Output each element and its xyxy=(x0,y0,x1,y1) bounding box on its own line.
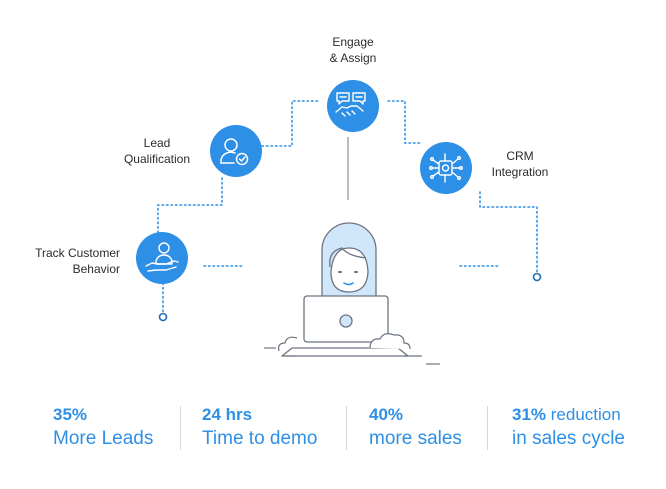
engage-assign-line1: Engage xyxy=(332,35,374,49)
track-behavior-line2: Behavior xyxy=(72,262,120,276)
crm-integration-line2: Integration xyxy=(491,165,549,179)
stat-time-to-demo: 24 hrs Time to demo xyxy=(202,404,317,452)
stat-suffix: reduction xyxy=(546,405,621,424)
connector-lead-engage xyxy=(261,100,319,147)
lead-qualification-label: Lead Qualification xyxy=(118,135,196,167)
connector-engage-crm xyxy=(387,100,421,144)
engage-assign-label: Engage & Assign xyxy=(320,34,386,66)
stat-label: Time to demo xyxy=(202,428,318,449)
handshake-chat-icon xyxy=(335,92,366,117)
end-node-left xyxy=(158,312,168,322)
crm-integration-label: CRM Integration xyxy=(484,148,556,180)
stat-label: More Leads xyxy=(53,428,154,449)
user-check-icon xyxy=(220,138,249,166)
stat-sales-cycle: 31% reduction in sales cycle xyxy=(512,404,625,452)
crm-integration-node xyxy=(420,142,472,194)
stat-value: 35% xyxy=(53,405,88,424)
engage-assign-node xyxy=(327,80,379,132)
stat-value: 31% xyxy=(512,405,547,424)
stat-divider xyxy=(487,406,488,450)
circuit-brain-icon xyxy=(429,153,464,183)
stat-divider xyxy=(180,406,181,450)
person-laptop-illustration xyxy=(264,222,440,365)
lead-qualification-line2: Qualification xyxy=(123,152,191,166)
stat-value: 40% xyxy=(369,405,404,424)
hand-user-icon xyxy=(145,242,179,272)
track-behavior-label: Track Customer Behavior xyxy=(20,245,120,277)
end-node-right xyxy=(532,272,542,282)
connector-lead-track xyxy=(157,177,223,234)
track-behavior-line1: Track Customer xyxy=(35,246,120,260)
lead-qualification-line1: Lead xyxy=(143,136,171,150)
connector-lines xyxy=(157,100,538,314)
engage-assign-line2: & Assign xyxy=(329,51,377,65)
track-behavior-node xyxy=(136,232,188,284)
stat-more-leads: 35% More Leads xyxy=(53,404,153,452)
connector-crm-end xyxy=(479,191,538,273)
stat-divider xyxy=(346,406,347,450)
lead-qualification-node xyxy=(210,125,262,177)
stat-value: 24 hrs xyxy=(202,405,253,424)
crm-integration-line1: CRM xyxy=(506,149,534,163)
stat-label: in sales cycle xyxy=(512,428,625,449)
stat-label: more sales xyxy=(369,428,462,449)
stat-more-sales: 40% more sales xyxy=(369,404,462,452)
